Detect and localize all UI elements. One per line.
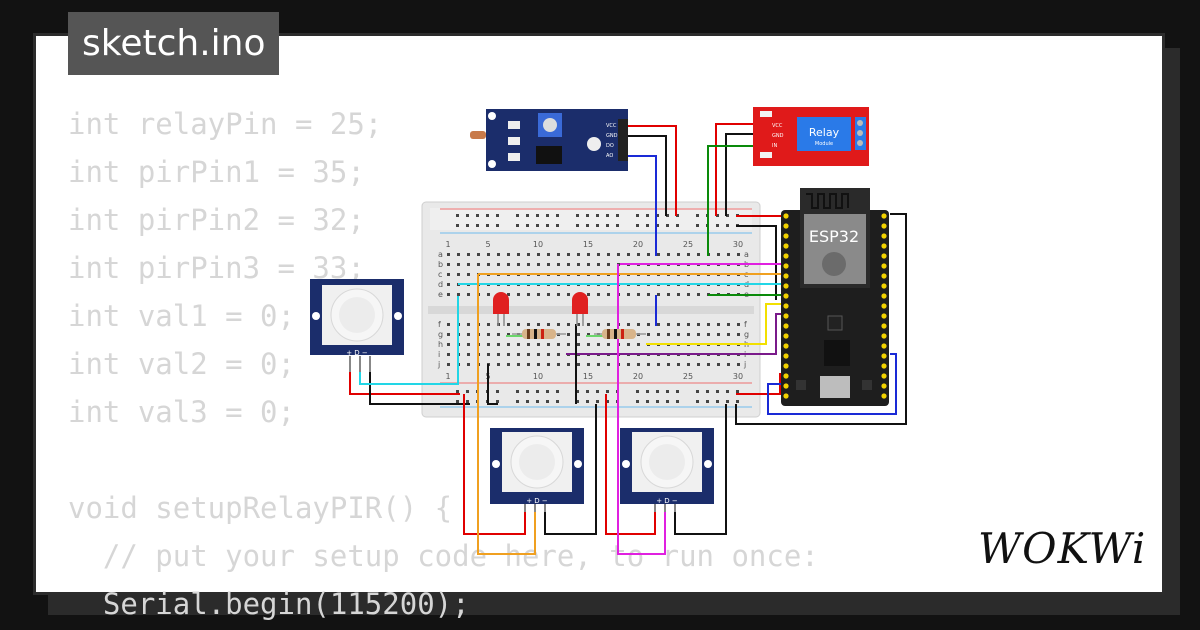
wire-pir3-out xyxy=(617,264,666,555)
code-line: int val2 = 0; xyxy=(68,347,295,381)
esp32-label: ESP32 xyxy=(809,227,859,246)
breadboard-row-label: g xyxy=(744,330,749,339)
breadboard-row-label: a xyxy=(744,250,749,259)
breadboard-col-label: 10 xyxy=(533,240,543,249)
file-tab[interactable]: sketch.ino xyxy=(68,12,280,75)
card-shadow-right xyxy=(1165,48,1180,615)
breadboard-col-label: 1 xyxy=(445,240,450,249)
breadboard-row-label: j xyxy=(437,360,440,369)
ldr-pin-label: DO xyxy=(606,143,614,149)
ldr-pin-label: AO xyxy=(606,153,613,159)
breadboard-row-label: f xyxy=(438,320,441,329)
led-red-2 xyxy=(572,292,588,326)
breadboard-col-label: 30 xyxy=(733,240,743,249)
code-line: int pirPin2 = 32; xyxy=(68,203,365,237)
wire-pir3-vcc xyxy=(605,394,656,535)
breadboard-row-label: j xyxy=(743,360,746,369)
relay-pin-label: IN xyxy=(772,143,777,149)
breadboard-row-label: b xyxy=(438,260,443,269)
breadboard-row-label: d xyxy=(438,280,443,289)
breadboard-col-label: 15 xyxy=(583,372,593,381)
breadboard-col-label: 1 xyxy=(445,372,450,381)
breadboard-col-label: 5 xyxy=(485,240,490,249)
wire-pir3-gnd xyxy=(674,404,727,535)
breadboard-row-label: i xyxy=(438,350,440,359)
breadboard-col-label: 15 xyxy=(583,240,593,249)
wire-pir1-vcc xyxy=(349,370,460,395)
code-preview-area: int relayPin = 25; int pirPin1 = 35; int p… xyxy=(36,36,1162,621)
wire-pir2-out xyxy=(477,274,536,555)
wire-power-black xyxy=(736,225,777,300)
pir-pin-labels: + D − xyxy=(346,349,368,357)
code-line: int relayPin = 25; xyxy=(68,107,383,141)
code-line: int val1 = 0; xyxy=(68,299,295,333)
breadboard-row-label: c xyxy=(438,270,442,279)
relay-pin-label: VCC xyxy=(772,123,783,129)
wire-blue-2 xyxy=(767,353,897,415)
resistor-2 xyxy=(594,329,646,339)
breadboard-col-label: 20 xyxy=(633,372,643,381)
wokwi-logo[interactable]: WOKWi xyxy=(978,524,1147,573)
pir-sensor-3: + D − xyxy=(620,428,714,512)
pir-sensor-2: + D − xyxy=(490,428,584,512)
wire-pir2-gnd xyxy=(544,404,597,535)
wire-pir2-b xyxy=(487,364,498,405)
wire-pir1-gnd xyxy=(369,370,470,405)
relay-module: Relay Module VCC GND IN xyxy=(753,107,869,166)
code-line: int pirPin3 = 33; xyxy=(68,251,365,285)
wire-relay-in xyxy=(707,145,755,256)
wire-black-2 xyxy=(735,213,907,425)
breadboard-col-label: 25 xyxy=(683,240,693,249)
code-preview: int relayPin = 25; int pirPin1 = 35; int p… xyxy=(68,100,819,628)
wire-ldr-vcc xyxy=(628,125,677,216)
breadboard-row-label: e xyxy=(438,290,443,299)
breadboard-row-label: h xyxy=(438,340,443,349)
relay-title: Relay xyxy=(809,126,840,139)
pir-sensor-1: + D − xyxy=(310,279,404,372)
code-line: // put your setup code here, to run once… xyxy=(68,539,819,573)
pir-pin-labels: + D − xyxy=(656,497,678,505)
wire-purple-1 xyxy=(566,313,785,355)
ldr-pin-label: VCC xyxy=(606,123,617,129)
pir-pin-labels: + D − xyxy=(526,497,548,505)
code-line: Serial.begin(115200); xyxy=(68,587,470,621)
wire-pir2-vcc xyxy=(463,394,526,535)
breadboard-row-label: g xyxy=(438,330,443,339)
card-shadow-bottom xyxy=(48,595,1180,615)
code-line: int val3 = 0; xyxy=(68,395,295,429)
wire-relay-vcc xyxy=(715,123,755,216)
esp32-board: ESP32 xyxy=(781,188,889,406)
relay-pin-label: GND xyxy=(772,133,784,139)
breadboard-col-label: 30 xyxy=(733,372,743,381)
wire-pir1-out xyxy=(359,296,459,385)
breadboard-row-label: a xyxy=(438,250,443,259)
breadboard-col-label: 25 xyxy=(683,372,693,381)
ldr-pin-label: GND xyxy=(606,133,618,139)
code-line: void setupRelayPIR() { xyxy=(68,491,453,525)
wire-ldr-gnd xyxy=(628,135,667,216)
wire-relay-gnd xyxy=(725,133,755,216)
breadboard-col-label: 20 xyxy=(633,240,643,249)
breadboard-row-label: f xyxy=(744,320,747,329)
led-red-1 xyxy=(493,292,509,326)
breadboard-col-label: 10 xyxy=(533,372,543,381)
wire-ldr-ao xyxy=(628,155,657,256)
resistor-1 xyxy=(512,329,566,339)
ldr-sensor-module: VCC GND DO AO xyxy=(470,109,628,171)
wire-yellow-1 xyxy=(646,303,785,345)
relay-subtitle: Module xyxy=(815,141,833,147)
code-line: int pirPin1 = 35; xyxy=(68,155,365,189)
